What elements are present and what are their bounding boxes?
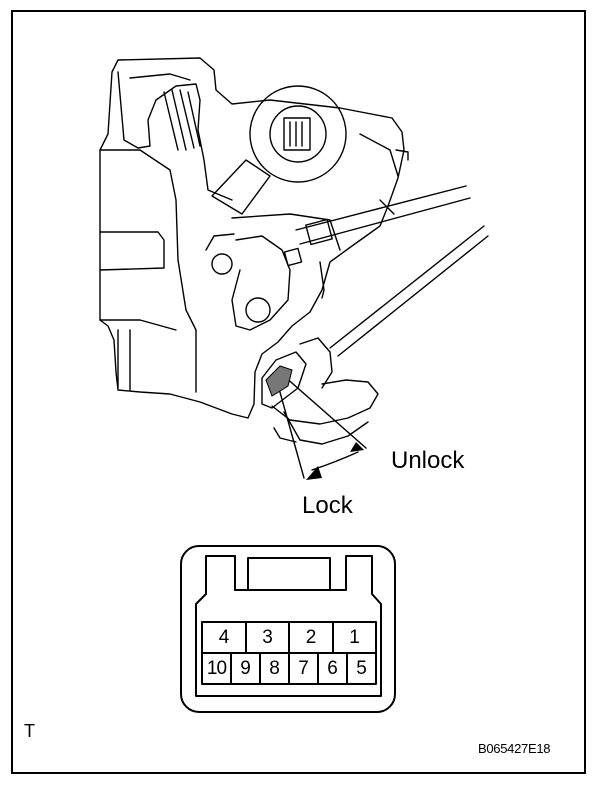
- top-hook: [117, 71, 233, 201]
- figure-frame: [11, 10, 586, 774]
- lock-arrowhead: [306, 466, 322, 480]
- unlock-arrow-line: [283, 375, 367, 449]
- lock-lever: [261, 351, 307, 409]
- pin-10: 10: [206, 658, 227, 679]
- pin-1: 1: [349, 627, 360, 648]
- pin-2: 2: [305, 627, 317, 648]
- pin-6: 6: [327, 658, 338, 679]
- connector-locking-tab: [247, 557, 331, 591]
- pin-3: 3: [262, 627, 273, 648]
- cable-lower: [329, 225, 489, 357]
- pin-5: 5: [356, 658, 367, 679]
- mounting-plate: [99, 149, 197, 393]
- pin-4: 4: [218, 627, 230, 648]
- cable-upper: [295, 185, 471, 245]
- unlock-label: Unlock: [391, 447, 465, 474]
- lock-arrow-line: [275, 377, 305, 479]
- pin-9: 9: [240, 658, 251, 679]
- lock-label: Lock: [302, 492, 353, 519]
- lever-contact-shading: [265, 365, 293, 397]
- switch-circle: [249, 85, 347, 183]
- unlock-arrowhead: [350, 442, 364, 452]
- connector-inner-shell: [195, 555, 382, 697]
- view-marker: T: [24, 721, 35, 741]
- pin-8: 8: [269, 658, 280, 679]
- swing-arc: [311, 451, 359, 471]
- figure-code: B065427E18: [478, 741, 551, 756]
- pin-7: 7: [298, 658, 309, 679]
- connector-outer-shell: [180, 545, 396, 713]
